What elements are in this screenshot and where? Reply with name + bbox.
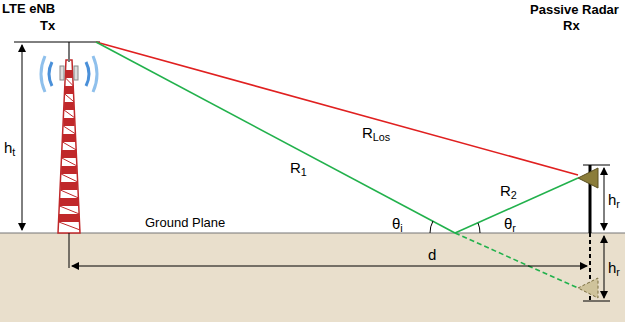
hr-tick bbox=[583, 301, 610, 302]
hr-tick bbox=[583, 165, 610, 166]
tower bbox=[41, 42, 97, 268]
hr-arrow bbox=[604, 168, 605, 230]
angle-arc bbox=[430, 221, 433, 233]
d-arrow bbox=[72, 266, 587, 267]
ground-label: Ground Plane bbox=[145, 216, 225, 230]
ray-label: R2 bbox=[500, 183, 517, 202]
dimension-label: hr bbox=[608, 260, 620, 279]
tower-label: LTE eNB bbox=[2, 2, 55, 16]
dimension-label: ht bbox=[4, 140, 15, 159]
ground-line bbox=[0, 232, 625, 233]
ground-fill bbox=[0, 233, 625, 322]
dimension-label: d bbox=[428, 247, 436, 264]
dimension-label: hr bbox=[608, 192, 620, 211]
angle-arc bbox=[478, 223, 480, 233]
angle-label: θr bbox=[504, 216, 516, 235]
image-ray bbox=[455, 233, 578, 288]
ray-label: R1 bbox=[290, 160, 307, 179]
radar-label: Passive Radar bbox=[530, 3, 619, 17]
reflected-ray bbox=[455, 178, 578, 233]
radar-antenna bbox=[578, 168, 598, 188]
los-ray bbox=[96, 42, 578, 175]
ray-label: RLos bbox=[362, 125, 390, 144]
ht-tick bbox=[14, 42, 100, 43]
tx-label: Tx bbox=[40, 19, 55, 33]
angle-label: θi bbox=[392, 216, 403, 235]
hr-arrow bbox=[604, 236, 605, 298]
incident-ray bbox=[96, 42, 455, 233]
ht-arrow bbox=[22, 45, 23, 230]
image-antenna bbox=[578, 278, 598, 298]
rx-label: Rx bbox=[563, 19, 580, 33]
